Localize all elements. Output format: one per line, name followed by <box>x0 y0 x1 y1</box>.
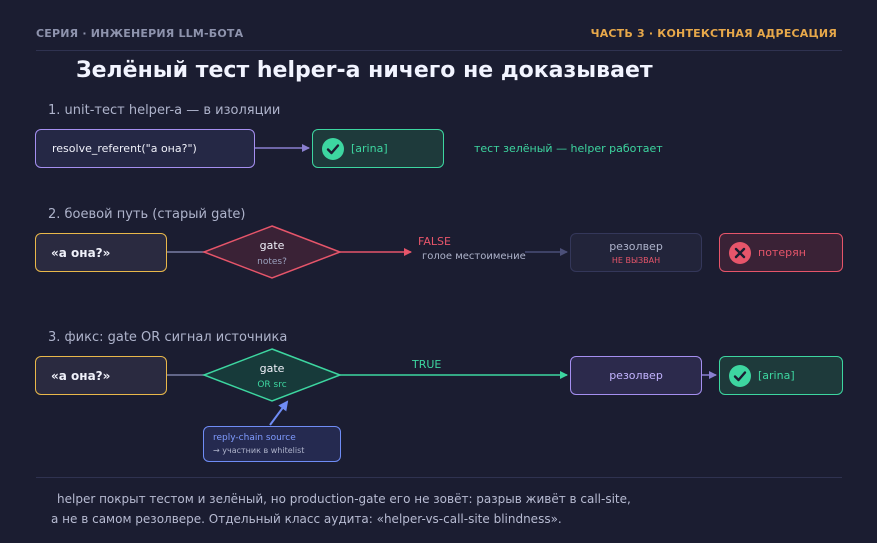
header-divider <box>36 50 842 51</box>
gate-diamond-fix <box>201 348 343 402</box>
resolver-status: НЕ ВЫЗВАН <box>611 256 661 265</box>
gate-diamond-old <box>201 225 343 279</box>
footer-text: helper покрыт тестом и зелёный, но produ… <box>48 489 631 529</box>
input-text-old: «а она?» <box>51 245 111 260</box>
lost-result-node: потерян <box>719 233 843 272</box>
fix-result-text: [arina] <box>758 369 795 382</box>
resolver-node-fix: резолвер <box>570 356 702 395</box>
helper-call-text: resolve_referent("а она?") <box>52 142 197 155</box>
page-title: Зелёный тест helper-а ничего не доказыва… <box>76 58 653 83</box>
resolver-text-old: резолвер <box>609 240 663 253</box>
footer-divider <box>36 477 842 478</box>
check-icon <box>729 364 751 387</box>
gate-title-fix: gate <box>259 362 285 375</box>
arrow-source-to-gate <box>269 400 289 426</box>
part-label: ЧАСТЬ 3 · КОНТЕКСТНАЯ АДРЕСАЦИЯ <box>590 27 837 40</box>
resolver-node-old: резолвер НЕ ВЫЗВАН <box>570 233 702 272</box>
true-label: TRUE <box>412 358 442 371</box>
unit-test-note: тест зелёный — helper работает <box>474 142 663 155</box>
gate-sub-old: notes? <box>257 257 287 267</box>
section-2-heading: 2. боевой путь (старый gate) <box>48 207 246 222</box>
footer-line-1: helper покрыт тестом и зелёный, но produ… <box>57 492 631 506</box>
resolver-text-fix: резолвер <box>609 369 663 382</box>
helper-call-node: resolve_referent("а она?") <box>35 129 255 168</box>
input-node-old: «а она?» <box>35 233 167 272</box>
check-icon <box>322 137 344 160</box>
false-label: FALSE <box>418 235 451 248</box>
gate-sub-fix: OR src <box>257 380 287 390</box>
section-1-heading: 1. unit-тест helper-а — в изоляции <box>48 103 281 118</box>
gate-title-old: gate <box>259 239 285 252</box>
series-label: СЕРИЯ · ИНЖЕНЕРИЯ LLM-БОТА <box>36 27 244 40</box>
unit-result-node: [arina] <box>312 129 444 168</box>
cross-icon <box>729 241 751 264</box>
lost-result-text: потерян <box>758 246 806 259</box>
input-text-fix: «а она?» <box>51 368 111 383</box>
fix-result-node: [arina] <box>719 356 843 395</box>
footer-line-2: а не в самом резолвере. Отдельный класс … <box>51 512 562 526</box>
source-sub: → участник в whitelist <box>213 446 305 455</box>
source-title: reply-chain source <box>213 433 296 443</box>
input-node-fix: «а она?» <box>35 356 167 395</box>
section-3-heading: 3. фикс: gate OR сигнал источника <box>48 330 288 345</box>
source-signal-node: reply-chain source → участник в whitelis… <box>203 426 341 462</box>
false-note: голое местоимение <box>422 251 526 262</box>
unit-result-text: [arina] <box>351 142 388 155</box>
